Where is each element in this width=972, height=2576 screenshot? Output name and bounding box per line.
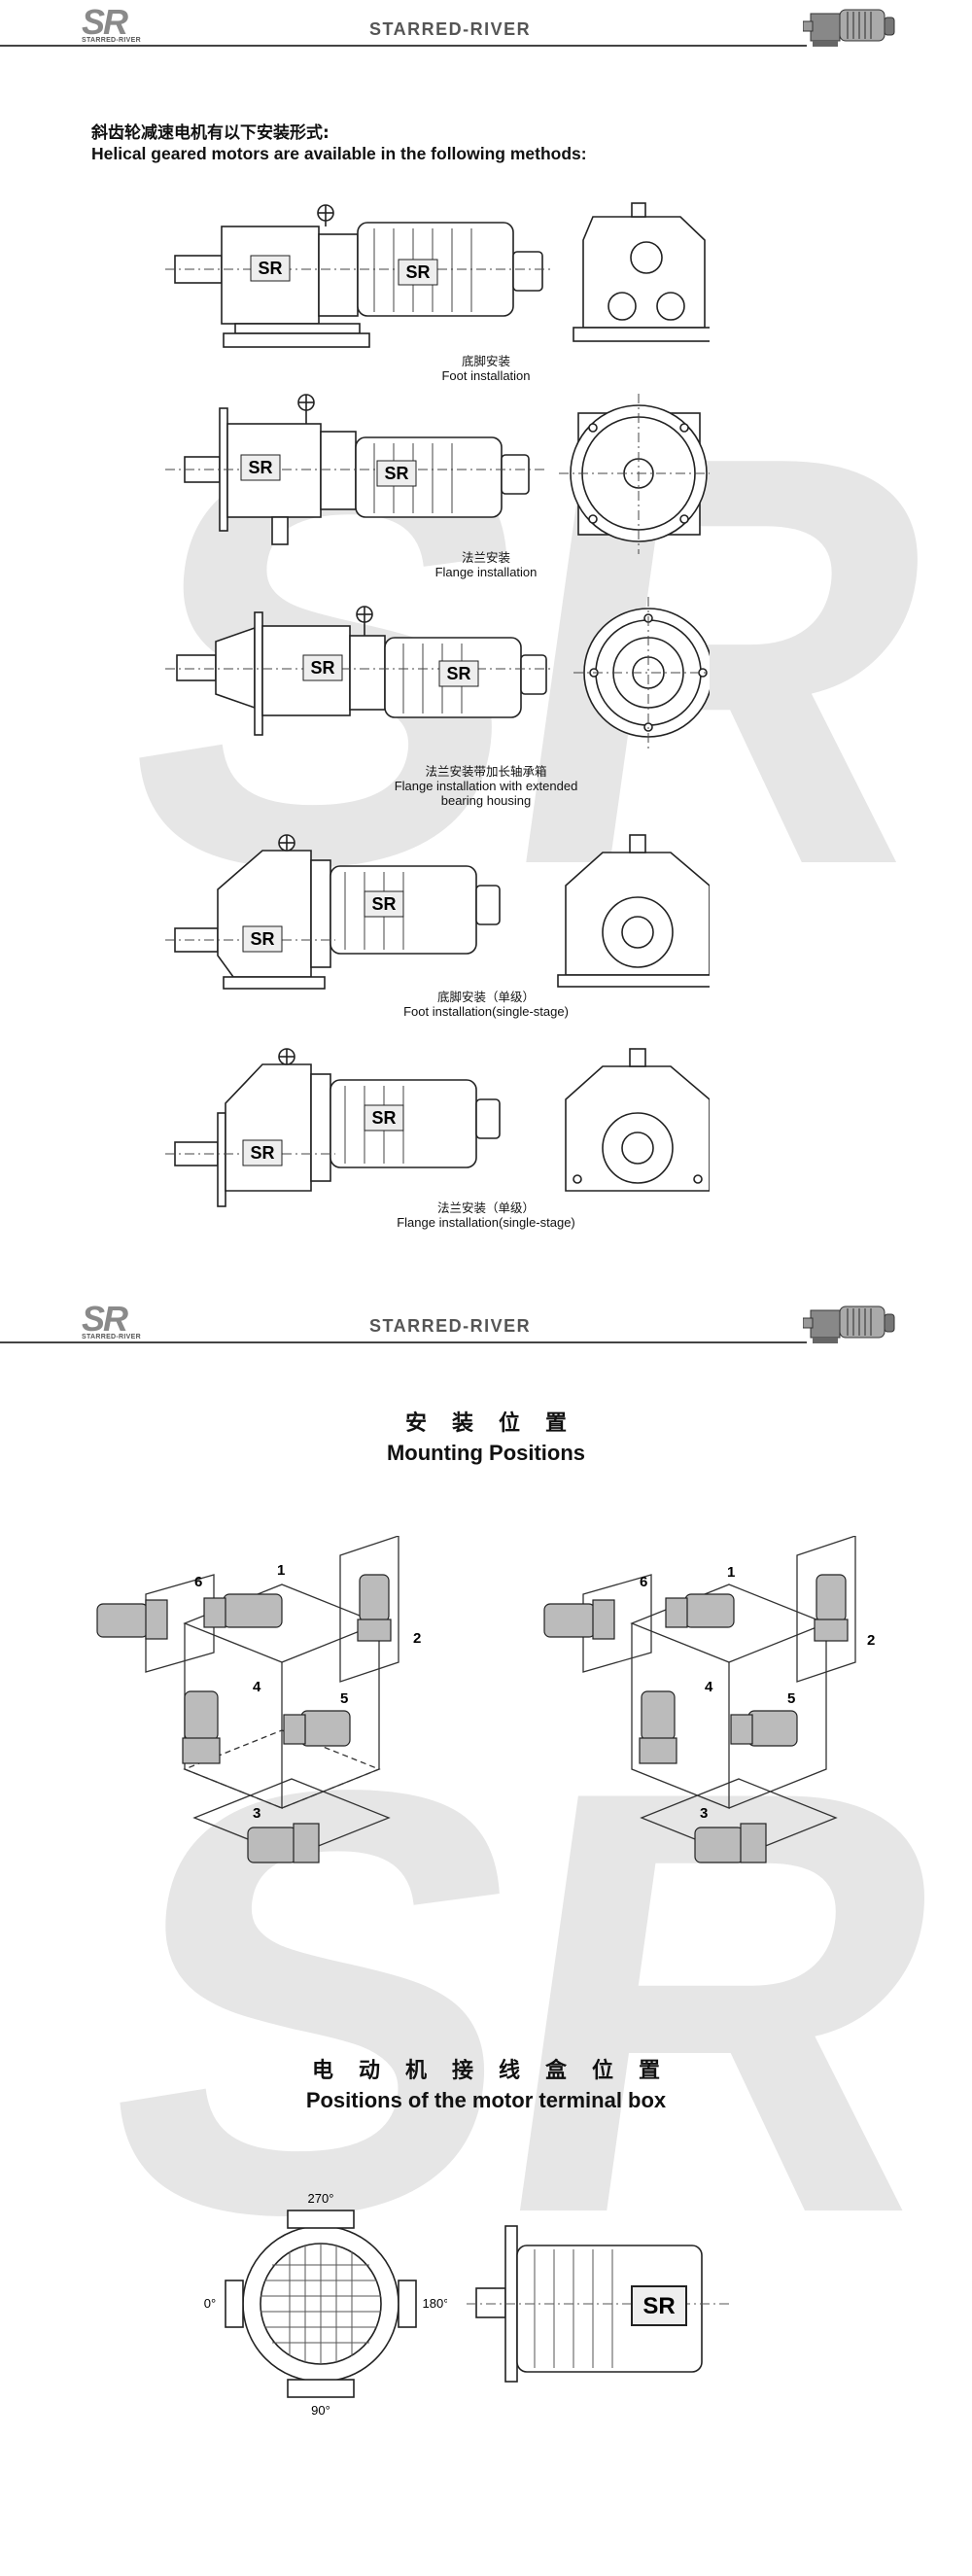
position-label: 1 bbox=[277, 1562, 285, 1579]
sr-plate: SR bbox=[371, 894, 396, 914]
position-label: 6 bbox=[194, 1574, 202, 1590]
header-divider bbox=[0, 45, 807, 47]
position-label: 5 bbox=[340, 1690, 348, 1707]
page-header: SR STARRED-RIVER STARRED-RIVER bbox=[0, 1297, 972, 1353]
position-label: 2 bbox=[867, 1632, 875, 1649]
gear-motor-icon bbox=[803, 9, 895, 47]
angle-0-label: 0° bbox=[204, 2296, 216, 2311]
method-caption: 法兰安装 Flange installation bbox=[434, 550, 538, 579]
sr-plate: SR bbox=[446, 664, 470, 683]
terminal-box-end-view: 270° 0° 180° 90° bbox=[204, 2191, 447, 2418]
sr-plate: SR bbox=[258, 259, 282, 278]
foot-installation-drawing: SR SR bbox=[165, 202, 710, 348]
sr-plate: SR bbox=[642, 2293, 675, 2319]
angle-270-label: 270° bbox=[308, 2191, 334, 2206]
sr-plate: SR bbox=[384, 464, 408, 483]
page-header: SR STARRED-RIVER STARRED-RIVER bbox=[0, 0, 972, 56]
sr-plate: SR bbox=[250, 1143, 274, 1163]
sr-plate: SR bbox=[371, 1108, 396, 1128]
position-label: 1 bbox=[727, 1564, 735, 1581]
brand-logo: SR STARRED-RIVER bbox=[82, 2, 141, 45]
catalog-page-1: SR SR STARRED-RIVER STARRED-RIVER 斜齿轮减速电… bbox=[0, 0, 972, 1283]
catalog-page-2: SR SR STARRED-RIVER STARRED-RIVER 安装位置 M… bbox=[0, 1283, 972, 2576]
flange-installation-drawing: SR SR bbox=[165, 394, 710, 554]
terminal-box-side-view: SR bbox=[467, 2225, 729, 2383]
angle-90-label: 90° bbox=[311, 2403, 330, 2418]
position-label: 4 bbox=[253, 1679, 261, 1695]
sr-plate: SR bbox=[250, 929, 274, 949]
flange-single-stage-drawing: SR SR bbox=[165, 1048, 710, 1207]
header-divider bbox=[0, 1341, 807, 1343]
sr-plate: SR bbox=[405, 262, 430, 282]
position-label: 3 bbox=[700, 1805, 708, 1822]
method-caption: 底脚安装 Foot installation bbox=[441, 354, 531, 383]
brand-logo: SR STARRED-RIVER bbox=[82, 1299, 141, 1341]
position-label: 6 bbox=[640, 1574, 647, 1590]
method-caption: 法兰安装带加长轴承箱 Flange installation with exte… bbox=[394, 764, 578, 808]
flange-extended-bearing-drawing: SR SR bbox=[165, 597, 710, 748]
method-caption: 底脚安装（单级） Foot installation(single-stage) bbox=[403, 990, 569, 1019]
sr-plate: SR bbox=[248, 458, 272, 477]
terminal-box-title: 电动机接线盒位置 Positions of the motor terminal… bbox=[305, 2059, 685, 2112]
brand-name: STARRED-RIVER bbox=[369, 19, 532, 39]
mounting-cube-left: 1 2 3 4 5 6 bbox=[96, 1536, 421, 1863]
position-label: 3 bbox=[253, 1805, 260, 1822]
gear-motor-icon bbox=[803, 1305, 895, 1343]
method-caption: 法兰安装（单级） Flange installation(single-stag… bbox=[397, 1201, 575, 1230]
intro-text: 斜齿轮减速电机有以下安装形式: Helical geared motors ar… bbox=[91, 123, 587, 163]
position-label: 4 bbox=[705, 1679, 713, 1695]
brand-name: STARRED-RIVER bbox=[369, 1316, 532, 1336]
mounting-positions-title: 安装位置 Mounting Positions bbox=[386, 1411, 592, 1465]
angle-180-label: 180° bbox=[423, 2296, 447, 2311]
position-label: 2 bbox=[413, 1630, 421, 1647]
foot-single-stage-drawing: SR SR bbox=[165, 834, 710, 990]
position-label: 5 bbox=[787, 1690, 795, 1707]
sr-plate: SR bbox=[310, 658, 334, 678]
mounting-cube-right: 1 2 3 4 5 6 bbox=[543, 1536, 875, 1863]
